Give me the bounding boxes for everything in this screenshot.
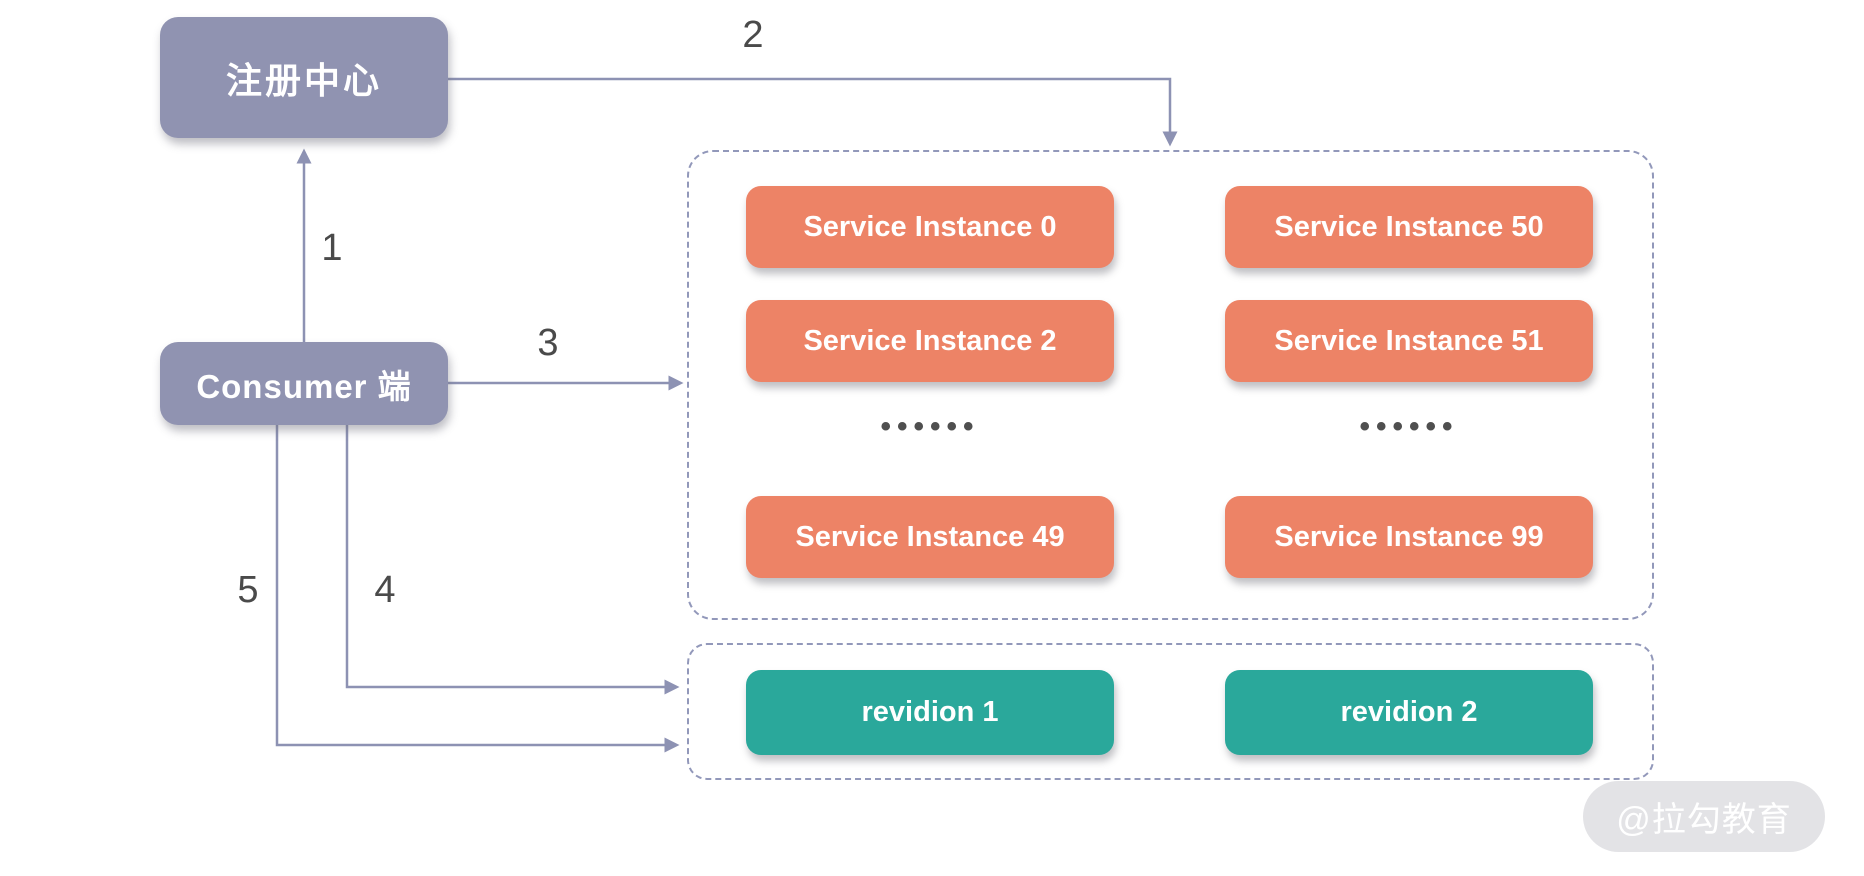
step-label-5: 5 <box>237 568 259 611</box>
ellipsis-right: •••••• <box>1359 410 1459 443</box>
service-instance-box: Service Instance 0 <box>746 186 1114 268</box>
service-instance-box: Service Instance 51 <box>1225 300 1593 382</box>
step-label-2: 2 <box>742 13 764 56</box>
arrow-step-2 <box>448 77 1178 147</box>
revision-box: revidion 2 <box>1225 670 1593 755</box>
service-instance-box: Service Instance 50 <box>1225 186 1593 268</box>
revisions-cluster: revidion 1 revidion 2 <box>687 643 1654 780</box>
consumer-label: Consumer 端 <box>196 367 412 405</box>
service-instance-box: Service Instance 99 <box>1225 496 1593 578</box>
watermark-badge: @拉勾教育 <box>1583 781 1825 852</box>
service-instances-cluster: Service Instance 0 Service Instance 2 ••… <box>687 150 1654 620</box>
revision-box: revidion 1 <box>746 670 1114 755</box>
registry-center-label: 注册中心 <box>225 59 382 101</box>
ellipsis-left: •••••• <box>880 410 980 443</box>
service-instance-box: Service Instance 2 <box>746 300 1114 382</box>
arrow-step-4 <box>345 424 680 695</box>
consumer-node: Consumer 端 <box>160 342 448 425</box>
registry-center-node: 注册中心 <box>160 17 448 138</box>
arrow-step-5 <box>275 424 680 753</box>
step-label-4: 4 <box>374 568 396 611</box>
service-instance-box: Service Instance 49 <box>746 496 1114 578</box>
step-label-1: 1 <box>321 226 343 269</box>
step-label-3: 3 <box>537 321 559 364</box>
